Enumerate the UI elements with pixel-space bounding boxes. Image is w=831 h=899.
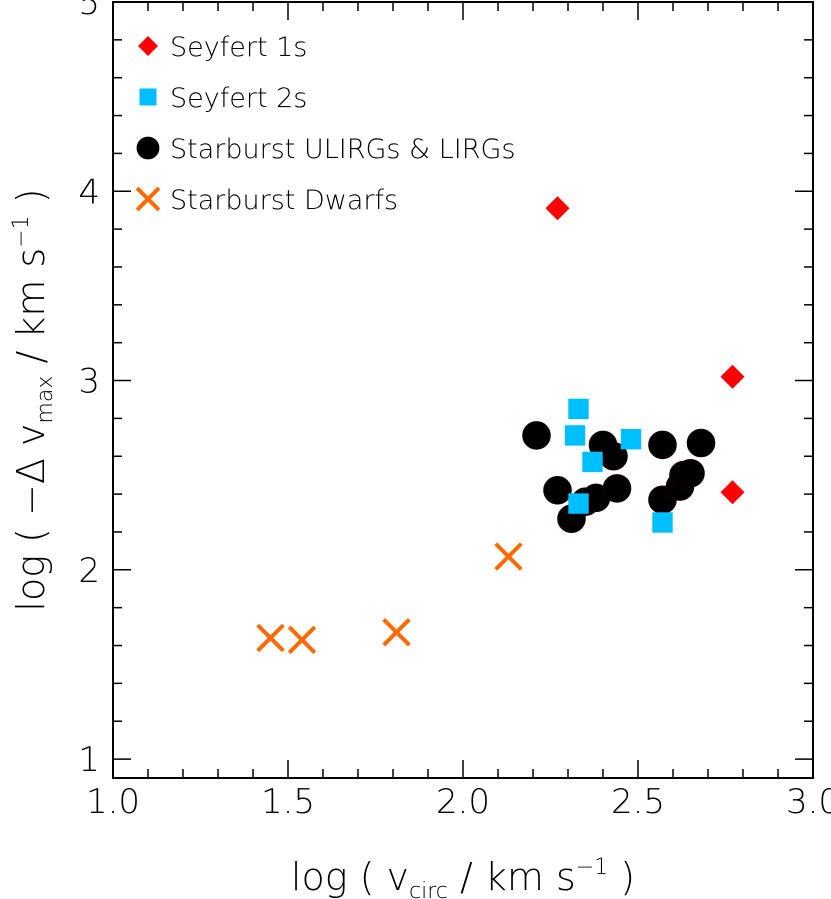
data-point-circle <box>602 474 632 503</box>
legend-label: Seyfert 2s <box>170 83 307 114</box>
data-point-circle <box>543 476 572 505</box>
data-point-square <box>620 429 642 450</box>
data-point-diamond <box>720 480 745 505</box>
plot-frame <box>112 1 814 779</box>
y-axis-title-suffix: / km s <box>9 248 53 376</box>
y-tick-label: 2 <box>78 551 100 591</box>
data-point-square <box>564 425 586 446</box>
legend: Seyfert 1s Seyfert 2s Starburst ULIRGs & L… <box>135 32 515 216</box>
y-axis-title: log ( −Δ vmax / km s−1 ) <box>9 188 58 611</box>
x-axis-title-suffix: / km s <box>448 855 576 899</box>
legend-label: Starburst Dwarfs <box>170 185 398 216</box>
data-point-circle <box>686 428 716 458</box>
y-axis-title-sub: max <box>33 376 58 424</box>
data-point-x <box>382 618 411 647</box>
legend-marker-square <box>139 88 157 106</box>
y-axis-title-close: ) <box>9 188 53 215</box>
x-axis-title-close: ) <box>608 855 635 899</box>
x-axis-title-sub: circ <box>409 879 448 899</box>
data-point-x <box>256 623 285 653</box>
x-tick-label: 3.0 <box>786 782 831 822</box>
x-tick-label: 2.5 <box>611 782 665 822</box>
x-axis-title-prefix: log ( v <box>291 855 409 899</box>
legend-marker-circle <box>136 136 160 160</box>
data-point-circle <box>676 458 705 488</box>
tick-labels: 1.0 1.5 2.0 2.5 3.0 1 2 3 4 5 <box>78 0 831 822</box>
data-points <box>256 196 745 655</box>
x-tick-label: 1.5 <box>261 782 315 822</box>
x-tick-label: 2.0 <box>436 782 490 822</box>
legend-label: Seyfert 1s <box>170 32 307 63</box>
data-point-square <box>568 493 589 514</box>
y-tick-label: 5 <box>78 0 100 23</box>
y-tick-label: 1 <box>78 740 100 780</box>
data-point-square <box>652 512 673 533</box>
y-tick-label: 3 <box>78 362 100 402</box>
y-axis-title-prefix: log ( −Δ v <box>9 424 53 612</box>
x-axis-title: log ( vcirc / km s−1 ) <box>291 855 635 899</box>
axis-ticks <box>112 1 814 778</box>
data-point-circle <box>522 421 551 450</box>
y-tick-label: 4 <box>78 172 100 212</box>
y-axis-title-sup: −1 <box>9 215 34 247</box>
legend-marker-diamond <box>138 36 158 56</box>
data-point-x <box>287 625 317 655</box>
data-point-diamond <box>545 196 570 221</box>
legend-label: Starburst ULIRGs & LIRGs <box>170 134 515 165</box>
data-point-x <box>494 542 523 571</box>
x-axis-title-sup: −1 <box>576 855 608 880</box>
legend-marker-x <box>135 186 161 212</box>
x-tick-label: 1.0 <box>86 782 140 822</box>
data-point-square <box>582 451 603 473</box>
data-point-square <box>568 398 589 420</box>
data-point-circle <box>648 430 677 460</box>
data-point-diamond <box>720 364 745 389</box>
